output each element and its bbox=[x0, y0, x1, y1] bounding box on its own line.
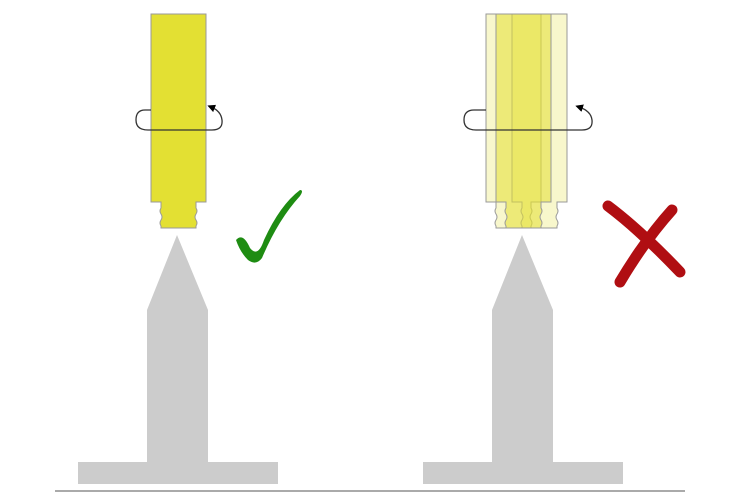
wobbling-shafts bbox=[485, 13, 568, 229]
shaft-left bbox=[150, 13, 207, 229]
rotation-arrow-icon bbox=[135, 104, 223, 131]
spike-left bbox=[78, 235, 278, 484]
right-panel-incorrect bbox=[423, 13, 686, 484]
rotation-arrow-icon bbox=[463, 104, 593, 131]
cross-icon bbox=[602, 200, 686, 288]
left-panel-correct bbox=[78, 13, 302, 484]
check-icon bbox=[236, 190, 302, 263]
spike-right bbox=[423, 235, 623, 484]
